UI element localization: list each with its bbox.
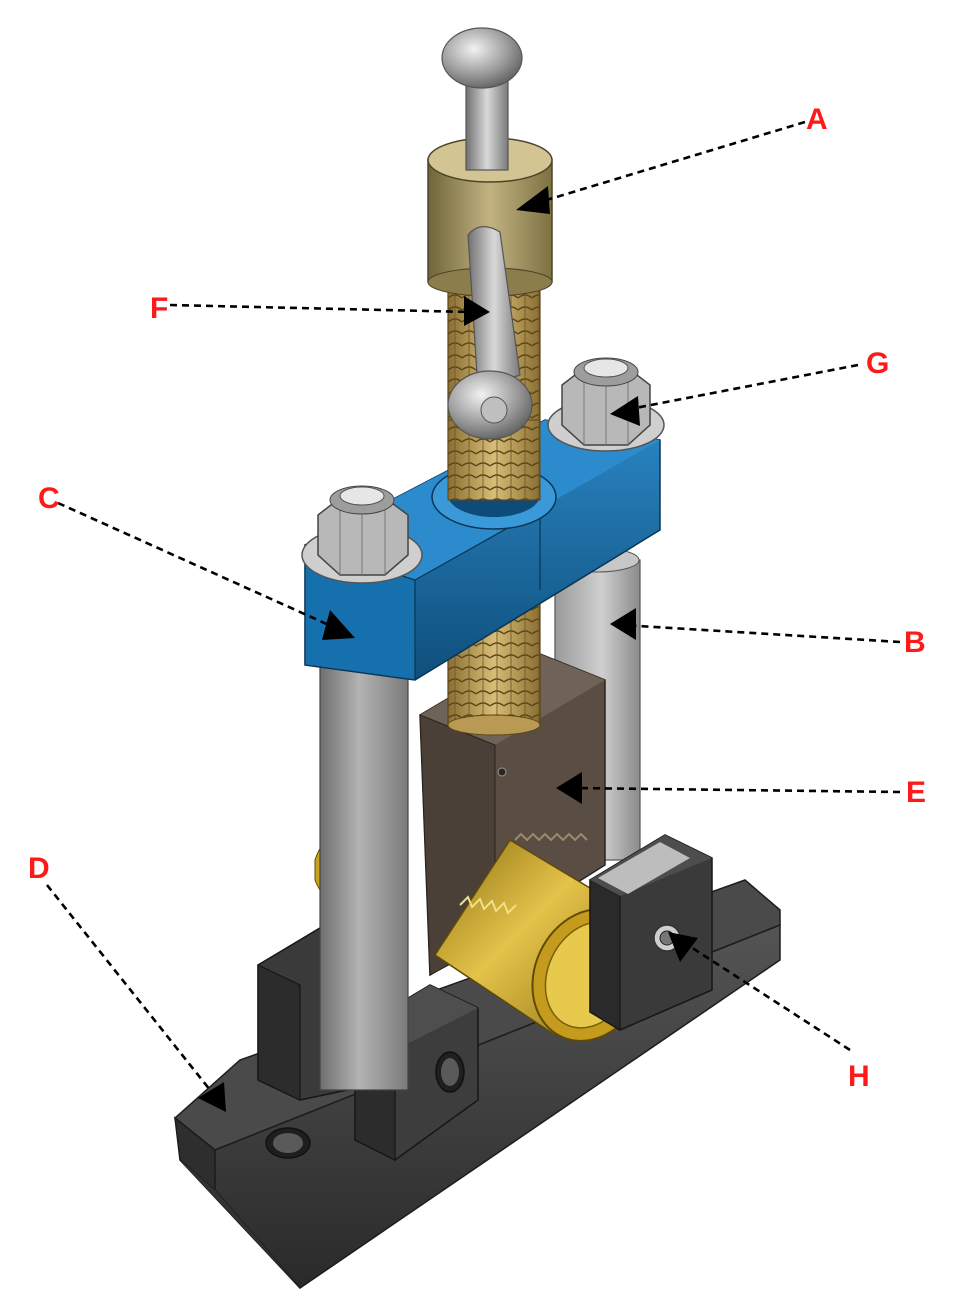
- label-d: D: [28, 852, 50, 885]
- callout-leaders: [45, 120, 901, 1112]
- label-e: E: [906, 776, 926, 809]
- label-b: B: [904, 626, 926, 659]
- label-f: F: [150, 292, 168, 325]
- label-c: C: [38, 482, 60, 515]
- tommy-bar-handle: [441, 27, 533, 440]
- hex-nut-left: [301, 485, 423, 584]
- column-left: [319, 664, 409, 1091]
- label-g: G: [866, 347, 889, 380]
- hex-nut-right: [547, 357, 665, 452]
- callout-labels: A F G C B E D H: [28, 103, 926, 1093]
- label-a: A: [806, 103, 828, 136]
- side-block-right: [589, 834, 713, 1032]
- label-h: H: [848, 1060, 870, 1093]
